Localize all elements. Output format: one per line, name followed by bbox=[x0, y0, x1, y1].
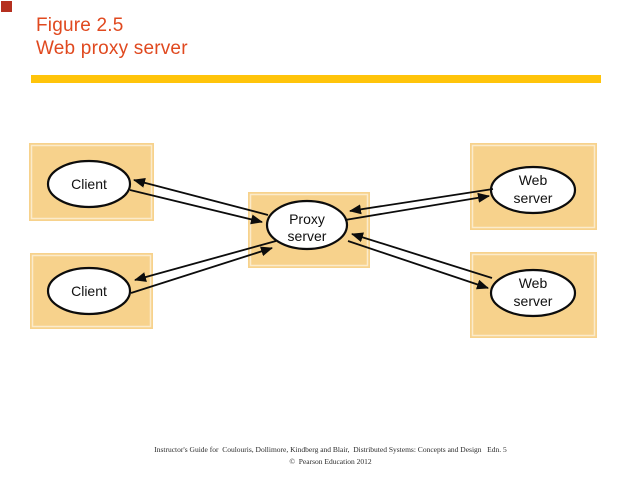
node-box-bevel bbox=[31, 254, 152, 328]
arrow-proxy-to-client-bottom bbox=[134, 240, 277, 282]
node-ellipse bbox=[265, 199, 349, 251]
slide-footer: Instructor's Guide for Coulouris, Dollim… bbox=[23, 444, 638, 468]
footer-credit: Instructor's Guide for Coulouris, Dollim… bbox=[154, 445, 507, 454]
arrow-proxy-to-web-bottom bbox=[347, 240, 489, 290]
node-client-top: Client bbox=[29, 143, 154, 221]
footer-copyright: © Pearson Education 2012 bbox=[289, 457, 372, 466]
node-label-line1: Web bbox=[519, 275, 548, 291]
node-web-server-top: Web server bbox=[470, 143, 597, 230]
node-box-bevel bbox=[471, 144, 596, 229]
title-accent-bar bbox=[31, 75, 601, 83]
node-client-bottom: Client bbox=[30, 253, 153, 329]
figure-label: Figure 2.5 bbox=[36, 15, 124, 36]
node-ellipse bbox=[46, 266, 132, 316]
node-label-line2: server bbox=[288, 228, 327, 244]
node-label-line2: server bbox=[514, 190, 553, 206]
arrow-web-top-to-proxy bbox=[349, 188, 494, 215]
node-web-server-bottom: Web server bbox=[470, 252, 597, 338]
figure-header: Figure 2.5 Web proxy server bbox=[36, 14, 188, 60]
arrow-proxy-to-client-top bbox=[133, 177, 269, 216]
node-box-bevel bbox=[471, 253, 596, 337]
node-box-bevel bbox=[30, 144, 153, 220]
node-label-line1: Web bbox=[519, 172, 548, 188]
node-label-line1: Proxy bbox=[289, 211, 325, 227]
node-label-line2: server bbox=[514, 293, 553, 309]
node-label: Client bbox=[71, 283, 107, 299]
arrow-client-top-to-proxy bbox=[129, 189, 263, 225]
figure-title: Web proxy server bbox=[36, 38, 188, 59]
corner-accent-square bbox=[1, 1, 12, 12]
node-label: Client bbox=[71, 176, 107, 192]
arrow-web-bottom-to-proxy bbox=[351, 232, 493, 279]
arrow-client-bottom-to-proxy bbox=[130, 246, 273, 294]
node-box-bevel bbox=[249, 193, 369, 267]
node-ellipse bbox=[489, 268, 577, 318]
node-ellipse bbox=[46, 159, 132, 209]
node-proxy-server: Proxy server bbox=[248, 192, 370, 268]
arrow-proxy-to-web-top bbox=[344, 192, 490, 221]
